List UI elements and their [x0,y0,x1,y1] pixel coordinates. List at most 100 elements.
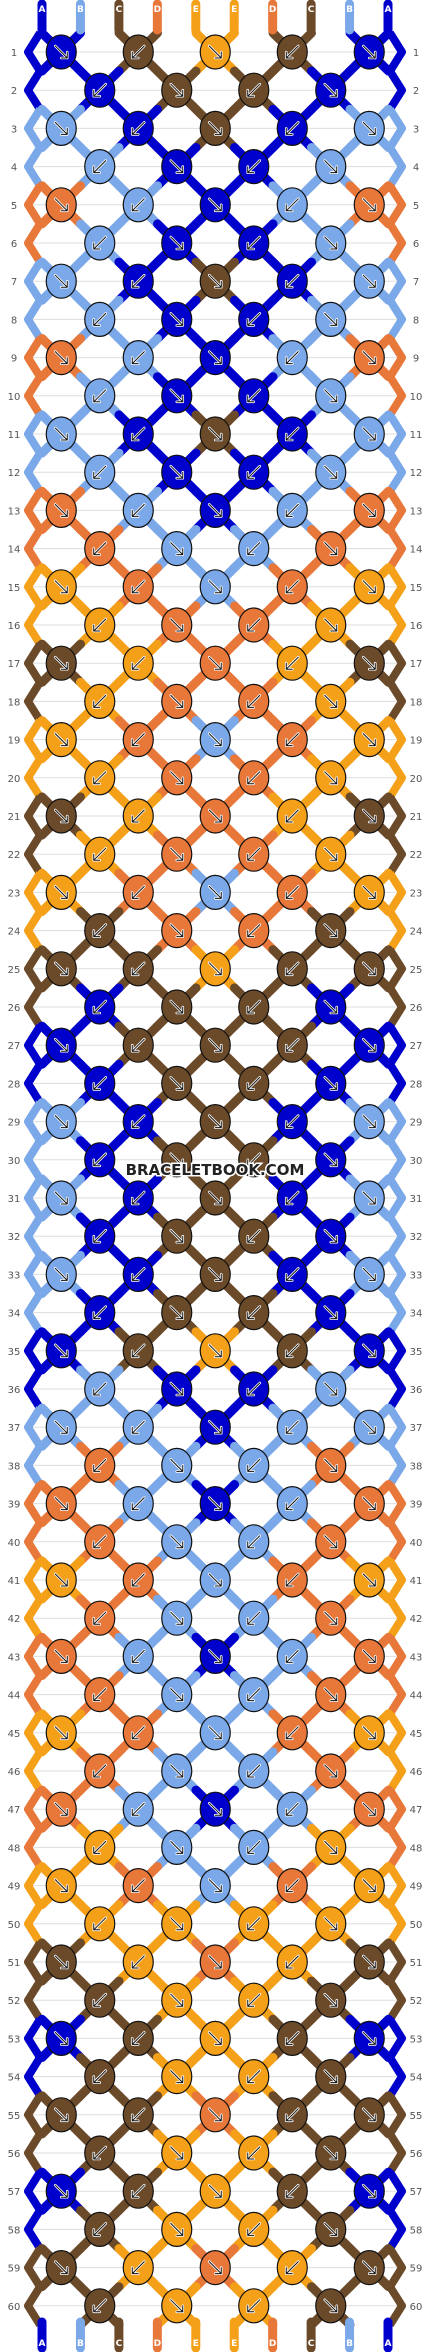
row-number-right: 17 [410,659,423,670]
knot-arrow-outline [131,885,145,899]
knot-arrow-outline [170,1000,184,1014]
knot [45,416,77,452]
edge-strand-right [386,2131,406,2175]
knot-arrow-outline [54,1115,68,1129]
knot-arrow-outline [54,427,68,441]
knot [199,1562,231,1598]
knot-arrow-outline [362,1802,376,1816]
edge-strand-right [386,1902,406,1946]
row-number-left: 53 [8,2034,21,2045]
knot [84,530,116,567]
knot [84,1065,116,1102]
knot-arrow-outline [208,1497,222,1511]
knot-arrow-outline [285,1344,299,1358]
knot [199,416,231,452]
edge-strand-left [24,1596,44,1640]
knot [45,2020,77,2057]
knot [122,2250,154,2286]
knot-arrow-outline [208,1115,222,1129]
knot-arrow-outline [208,45,222,59]
edge-strand-left [24,2169,44,2213]
row-number-left: 25 [8,965,21,976]
knot [161,1676,193,1713]
knot [122,492,154,528]
knot [238,72,270,108]
row-number-left: 35 [8,1347,21,1358]
knot [238,760,270,796]
knot-arrow-outline [208,274,222,288]
edge-strand-right [386,1444,406,1487]
row-number-left: 40 [8,1538,21,1549]
knot [161,1371,193,1407]
knot [199,645,231,681]
knot-arrow-outline [362,1649,376,1663]
knot [353,416,385,452]
row-number-right: 9 [413,354,419,365]
edge-strand-left [24,183,44,227]
knot [238,1829,270,1866]
knot-arrow-outline [131,121,145,135]
row-number-left: 30 [8,1156,21,1167]
knot [161,836,193,872]
knot [353,645,385,681]
row-number-right: 34 [410,1309,423,1320]
edge-strand-right [386,259,406,303]
knot [353,2250,385,2286]
knot [315,378,347,414]
edge-strand-right [386,1826,406,1869]
knot [45,263,77,299]
knot-arrow-outline [285,274,299,288]
knot-arrow-outline [93,1917,107,1931]
knot [276,1027,308,1063]
edge-strand-right [386,1558,406,1602]
knot-arrow-outline [54,45,68,59]
knot [276,645,308,681]
knot [238,1600,270,1636]
knot-arrow-outline [247,1153,261,1167]
knot [315,2059,347,2095]
edge-strand-right [386,909,406,952]
knot-arrow-outline [324,312,338,326]
knot [238,454,270,490]
knot [199,1791,231,1827]
row-number-right: 11 [410,430,423,441]
knot [122,1791,154,1827]
knot-arrow-outline [93,2146,107,2160]
knot-arrow-outline [170,465,184,479]
row-number-left: 18 [8,697,21,708]
knot-arrow-outline [54,2261,68,2275]
edge-strand-right [386,183,406,227]
knot-arrow-outline [170,1076,184,1090]
knot-arrow-outline [208,1955,222,1969]
knot-arrow-outline [131,1038,145,1052]
knot [161,1294,193,1331]
edge-strand-left [24,985,44,1029]
row-number-left: 2 [11,86,17,97]
knot-arrow-outline [54,503,68,517]
row-number-left: 5 [11,201,17,212]
knot [122,340,154,376]
edge-strand-left [24,1405,44,1449]
edge-strand-right [386,1864,406,1907]
knot-arrow-outline [247,924,261,938]
knot-arrow-outline [324,1535,338,1549]
knot [161,1906,193,1942]
knot-arrow-outline [170,1917,184,1931]
knot-arrow-outline [93,924,107,938]
knot [238,912,270,949]
knot [315,1371,347,1407]
edge-strand-left [24,374,44,418]
string-label: D [269,2339,276,2349]
knot [199,34,231,70]
knot [199,2097,231,2133]
knot-arrow-outline [362,45,376,59]
knot-arrow-outline [93,1153,107,1167]
knot-arrow-outline [131,1267,145,1281]
knot-arrow-outline [170,771,184,785]
knot-arrow-outline [324,618,338,632]
knot [276,1333,308,1369]
knot [238,1982,270,2018]
edge-strand-right [386,1520,406,1564]
row-number-right: 60 [410,2302,423,2313]
knot-arrow-outline [93,1688,107,1702]
